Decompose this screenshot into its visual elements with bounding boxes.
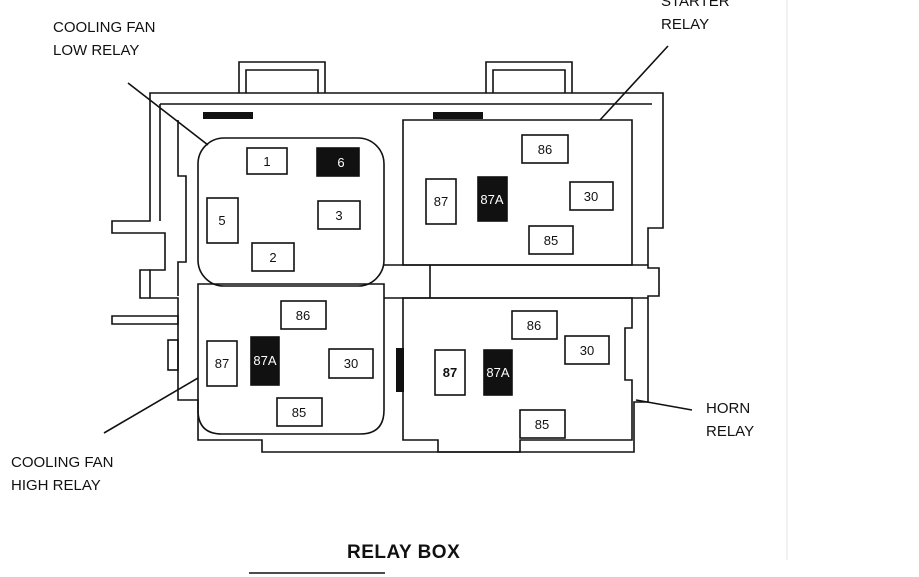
starter-relay-pin-86: 86 [521, 134, 569, 164]
high-relay-pin-30: 30 [328, 348, 374, 379]
low-relay-pin-3: 3 [317, 200, 361, 230]
svg-text:86: 86 [296, 308, 310, 323]
horn-relay-pin-86: 86 [511, 310, 558, 340]
high-relay-pin-87: 87 [206, 340, 238, 387]
diagram-title: RELAY BOX [347, 542, 461, 563]
svg-text:2: 2 [269, 250, 276, 265]
svg-text:86: 86 [538, 142, 552, 157]
left-latch [203, 112, 253, 119]
starter-relay-pin-85: 85 [528, 225, 574, 255]
starter-relay-leader [599, 45, 669, 121]
middle-black-tab [396, 348, 404, 392]
left-top-tab [238, 61, 326, 93]
svg-text:87: 87 [443, 365, 457, 380]
housing-inner-line [159, 103, 652, 221]
low-relay-pin-5: 5 [206, 197, 239, 244]
svg-text:87A: 87A [253, 353, 276, 368]
svg-text:30: 30 [580, 343, 594, 358]
high-relay-pin-85: 85 [276, 397, 323, 427]
housing-left-rib [177, 120, 187, 296]
relay-box-housing [111, 92, 664, 453]
low-relay-leader [127, 82, 209, 146]
low-relay-pin-6: 6 [316, 147, 360, 177]
horn-relay-pin-30: 30 [564, 335, 610, 365]
svg-text:1: 1 [263, 154, 270, 169]
left-top-tab-inner [245, 69, 319, 93]
svg-text:86: 86 [527, 318, 541, 333]
left-side-bump [167, 339, 179, 371]
horn-relay-leader [635, 399, 693, 411]
svg-text:85: 85 [292, 405, 306, 420]
low-relay-pin-1: 1 [246, 147, 288, 175]
right-latch [433, 112, 483, 119]
svg-text:30: 30 [584, 189, 598, 204]
horn-relay-pin-85: 85 [519, 409, 566, 439]
left-side-rod [111, 315, 179, 325]
svg-text:87: 87 [434, 194, 448, 209]
svg-text:85: 85 [544, 233, 558, 248]
horn-relay-label: HORN RELAY [706, 400, 755, 440]
svg-text:5: 5 [218, 213, 225, 228]
cooling-fan-high-relay-socket [197, 283, 385, 435]
right-top-tab [485, 61, 573, 93]
cooling-fan-low-relay-socket [197, 137, 385, 287]
right-top-tab-inner [492, 69, 566, 93]
high-relay-pin-87a: 87A [250, 336, 280, 386]
high-relay-leader [103, 377, 199, 434]
horn-relay-pin-87: 87 [434, 349, 466, 396]
svg-text:87: 87 [215, 356, 229, 371]
svg-text:6: 6 [337, 155, 344, 170]
starter-relay-label: STARTER RELAY [661, 0, 730, 33]
cooling-fan-high-relay-label: COOLING FAN HIGH RELAY [11, 454, 114, 494]
starter-relay-pin-87a: 87A [477, 176, 508, 222]
svg-text:87A: 87A [480, 192, 503, 207]
horn-relay-pin-87a: 87A [483, 349, 513, 396]
svg-text:85: 85 [535, 417, 549, 432]
low-relay-pin-2: 2 [251, 242, 295, 272]
starter-relay-pin-87: 87 [425, 178, 457, 225]
cooling-fan-low-relay-label: COOLING FAN LOW RELAY [53, 19, 156, 59]
starter-relay-pin-30: 30 [569, 181, 614, 211]
svg-text:87A: 87A [486, 365, 509, 380]
middle-divider [384, 264, 648, 299]
left-side-pin [139, 269, 150, 299]
high-relay-pin-86: 86 [280, 300, 327, 330]
svg-text:3: 3 [335, 208, 342, 223]
svg-text:30: 30 [344, 356, 358, 371]
horn-relay-socket [402, 297, 633, 453]
